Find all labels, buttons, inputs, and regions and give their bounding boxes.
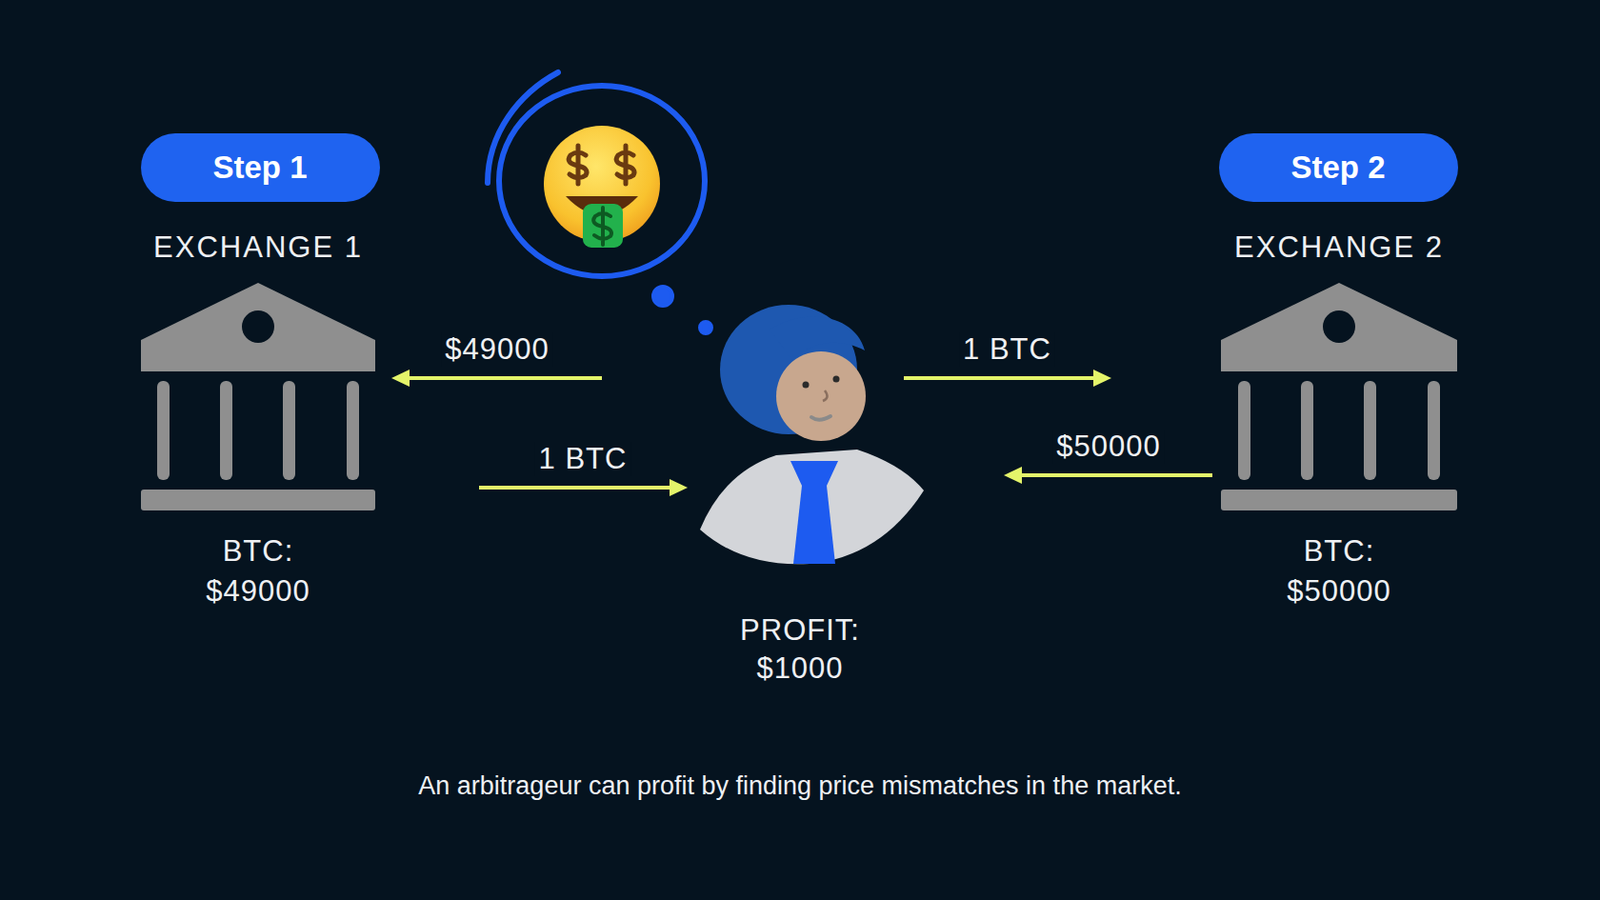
step-label: Step 2 <box>1290 148 1385 187</box>
exchange-name: EXCHANGE 2 <box>1220 230 1458 265</box>
profit-label: PROFIT: $1000 <box>719 611 881 688</box>
flow-label: $50000 <box>1052 429 1164 464</box>
flow-arrow <box>479 485 678 490</box>
bank-base <box>140 489 376 511</box>
exchange-node: EXCHANGE 1 BTC: $49000 <box>140 230 376 612</box>
person-tie <box>793 485 836 564</box>
person-eye <box>802 381 810 389</box>
bank-roof <box>1220 282 1458 372</box>
bank-column <box>346 380 360 480</box>
flow-arrow <box>1014 473 1213 478</box>
bank-icon <box>140 282 376 511</box>
bank-icon <box>1220 282 1458 511</box>
bank-roof-hole <box>1322 310 1356 343</box>
person-tie-knot <box>790 460 839 486</box>
person-shirt <box>700 449 924 564</box>
bank-column <box>282 380 296 480</box>
flow-label: 1 BTC <box>959 332 1056 367</box>
exchange-name: EXCHANGE 1 <box>140 230 376 265</box>
emoji-dollar-eye <box>616 145 635 184</box>
arbitrageur-node: PROFIT: $1000 <box>700 304 900 688</box>
btc-price: BTC: $50000 <box>1272 531 1406 612</box>
thought-dot <box>700 321 712 334</box>
flow-label: 1 BTC <box>535 441 632 477</box>
bank-column <box>1427 380 1440 480</box>
bank-roof-hole <box>241 310 275 343</box>
bank-column <box>1363 380 1377 480</box>
person-fringe <box>769 316 865 360</box>
caption: An arbitrageur can profit by finding pri… <box>0 769 1600 802</box>
person-eye <box>833 376 840 383</box>
step-label: Step 1 <box>212 148 307 187</box>
emoji-tongue <box>582 203 623 248</box>
scribble-circle <box>499 85 705 277</box>
exchange-node: EXCHANGE 2 BTC: $50000 <box>1220 230 1458 612</box>
btc-price: BTC: $49000 <box>191 531 325 612</box>
emoji-tongue-dollar <box>593 207 612 245</box>
bank-column <box>157 380 170 480</box>
emoji-dollar-eye <box>568 145 587 184</box>
money-emoji <box>543 125 660 248</box>
person-nose <box>822 390 828 401</box>
person-face <box>776 351 866 441</box>
bank-column <box>1300 380 1314 480</box>
person-figure <box>700 304 924 564</box>
bank-column <box>220 380 233 480</box>
step-pill: Step 2 <box>1219 133 1459 202</box>
flow-arrow <box>401 376 602 380</box>
step-pill: Step 1 <box>140 133 380 202</box>
bank-base <box>1220 489 1458 511</box>
thought-bubble <box>487 72 712 334</box>
flow-arrow <box>903 376 1101 380</box>
bank-column <box>1238 380 1251 480</box>
thought-dot <box>653 286 673 306</box>
person-smile <box>811 416 831 420</box>
flow-label: $49000 <box>440 332 553 367</box>
bank-roof <box>140 282 376 372</box>
